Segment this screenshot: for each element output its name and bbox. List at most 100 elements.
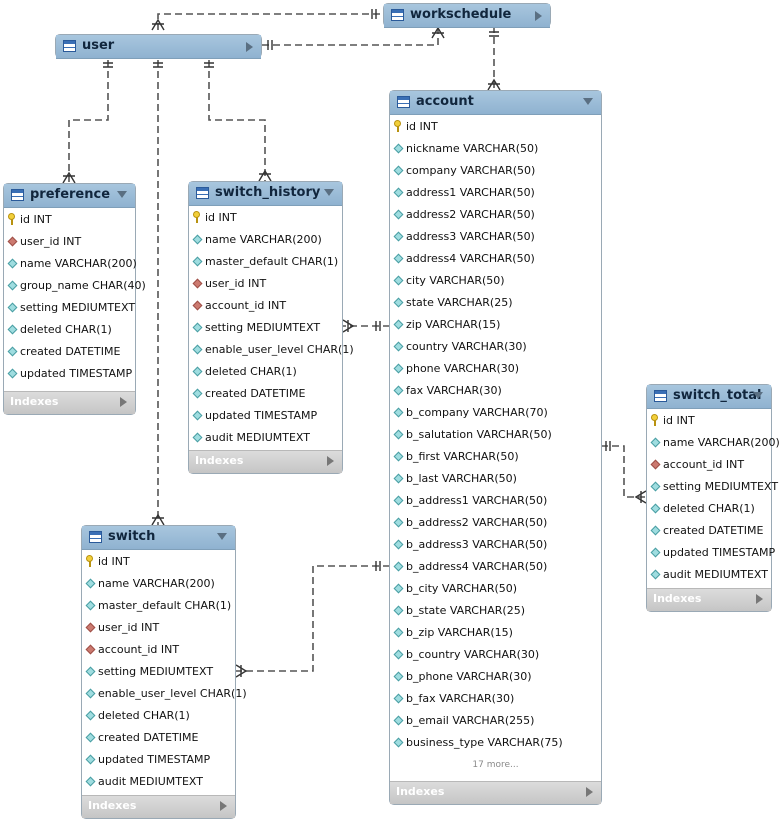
column-row[interactable]: name VARCHAR(200)	[189, 229, 342, 251]
indexes-section[interactable]: Indexes	[82, 795, 235, 818]
column-row[interactable]: setting MEDIUMTEXT	[189, 317, 342, 339]
column-row[interactable]: b_city VARCHAR(50)	[390, 578, 601, 600]
column-row[interactable]: address3 VARCHAR(50)	[390, 226, 601, 248]
column-row[interactable]: nickname VARCHAR(50)	[390, 138, 601, 160]
expand-triangle-icon[interactable]	[756, 594, 763, 604]
column-row[interactable]: address2 VARCHAR(50)	[390, 204, 601, 226]
expand-triangle-icon[interactable]	[246, 42, 253, 52]
column-label: deleted CHAR(1)	[98, 709, 190, 722]
table-header[interactable]: workschedule	[384, 4, 550, 28]
table-workschedule[interactable]: workschedule	[383, 3, 551, 28]
expand-triangle-icon[interactable]	[535, 11, 542, 21]
column-row[interactable]: audit MEDIUMTEXT	[647, 564, 771, 586]
column-row[interactable]: b_phone VARCHAR(30)	[390, 666, 601, 688]
column-row[interactable]: group_name CHAR(40)	[4, 275, 146, 297]
column-row[interactable]: enable_user_level CHAR(1)	[82, 683, 247, 705]
column-row[interactable]: created DATETIME	[4, 341, 135, 363]
column-row[interactable]: deleted CHAR(1)	[82, 705, 235, 727]
column-row[interactable]: b_address2 VARCHAR(50)	[390, 512, 601, 534]
column-row[interactable]: master_default CHAR(1)	[189, 251, 342, 273]
column-row[interactable]: b_address3 VARCHAR(50)	[390, 534, 601, 556]
column-row[interactable]: id INT	[189, 207, 342, 229]
column-row[interactable]: setting MEDIUMTEXT	[4, 297, 135, 319]
column-row[interactable]: deleted CHAR(1)	[647, 498, 771, 520]
column-row[interactable]: user_id INT	[189, 273, 342, 295]
column-row[interactable]: b_fax VARCHAR(30)	[390, 688, 601, 710]
table-header[interactable]: switch_total	[647, 385, 771, 409]
column-row[interactable]: b_country VARCHAR(30)	[390, 644, 601, 666]
collapse-triangle-icon[interactable]	[217, 533, 227, 540]
expand-triangle-icon[interactable]	[327, 456, 334, 466]
column-row[interactable]: user_id INT	[82, 617, 235, 639]
column-row[interactable]: user_id INT	[4, 231, 135, 253]
column-row[interactable]: b_first VARCHAR(50)	[390, 446, 601, 468]
column-row[interactable]: business_type VARCHAR(75)	[390, 732, 601, 754]
column-row[interactable]: b_address1 VARCHAR(50)	[390, 490, 601, 512]
column-row[interactable]: id INT	[390, 116, 601, 138]
collapse-triangle-icon[interactable]	[753, 392, 763, 399]
indexes-section[interactable]: Indexes	[647, 588, 771, 611]
table-header[interactable]: user	[56, 35, 261, 59]
column-row[interactable]: city VARCHAR(50)	[390, 270, 601, 292]
expand-triangle-icon[interactable]	[120, 397, 127, 407]
column-row[interactable]: b_zip VARCHAR(15)	[390, 622, 601, 644]
column-row[interactable]: phone VARCHAR(30)	[390, 358, 601, 380]
column-row[interactable]: updated TIMESTAMP	[4, 363, 135, 385]
table-header[interactable]: preference	[4, 184, 135, 208]
column-row[interactable]: address1 VARCHAR(50)	[390, 182, 601, 204]
table-header[interactable]: account	[390, 91, 601, 115]
column-row[interactable]: setting MEDIUMTEXT	[82, 661, 235, 683]
column-row[interactable]: b_state VARCHAR(25)	[390, 600, 601, 622]
column-row[interactable]: account_id INT	[189, 295, 342, 317]
column-row[interactable]: audit MEDIUMTEXT	[189, 427, 342, 449]
column-row[interactable]: id INT	[82, 551, 235, 573]
column-row[interactable]: company VARCHAR(50)	[390, 160, 601, 182]
column-row[interactable]: b_email VARCHAR(255)	[390, 710, 601, 732]
column-row[interactable]: b_salutation VARCHAR(50)	[390, 424, 601, 446]
column-row[interactable]: id INT	[4, 209, 135, 231]
column-row[interactable]: name VARCHAR(200)	[82, 573, 235, 595]
expand-triangle-icon[interactable]	[586, 787, 593, 797]
column-row[interactable]: updated TIMESTAMP	[82, 749, 235, 771]
column-row[interactable]: created DATETIME	[647, 520, 771, 542]
indexes-section[interactable]: Indexes	[189, 450, 342, 473]
column-row[interactable]: deleted CHAR(1)	[189, 361, 342, 383]
column-row[interactable]: id INT	[647, 410, 771, 432]
column-row[interactable]: created DATETIME	[189, 383, 342, 405]
column-row[interactable]: updated TIMESTAMP	[647, 542, 775, 564]
column-row[interactable]: audit MEDIUMTEXT	[82, 771, 235, 793]
table-user[interactable]: user	[55, 34, 262, 59]
column-row[interactable]: enable_user_level CHAR(1)	[189, 339, 354, 361]
table-header[interactable]: switch	[82, 526, 235, 550]
column-row[interactable]: b_company VARCHAR(70)	[390, 402, 601, 424]
column-row[interactable]: master_default CHAR(1)	[82, 595, 235, 617]
collapse-triangle-icon[interactable]	[583, 98, 593, 105]
indexes-section[interactable]: Indexes	[4, 391, 135, 414]
column-row[interactable]: zip VARCHAR(15)	[390, 314, 601, 336]
collapse-triangle-icon[interactable]	[117, 191, 127, 198]
column-row[interactable]: country VARCHAR(30)	[390, 336, 601, 358]
column-row[interactable]: b_last VARCHAR(50)	[390, 468, 601, 490]
column-row[interactable]: b_address4 VARCHAR(50)	[390, 556, 601, 578]
column-row[interactable]: deleted CHAR(1)	[4, 319, 135, 341]
column-row[interactable]: setting MEDIUMTEXT	[647, 476, 778, 498]
expand-triangle-icon[interactable]	[220, 801, 227, 811]
column-row[interactable]: fax VARCHAR(30)	[390, 380, 601, 402]
column-row[interactable]: updated TIMESTAMP	[189, 405, 342, 427]
column-row[interactable]: account_id INT	[647, 454, 771, 476]
indexes-section[interactable]: Indexes	[390, 781, 601, 804]
column-row[interactable]: account_id INT	[82, 639, 235, 661]
column-row[interactable]: name VARCHAR(200)	[647, 432, 780, 454]
column-row[interactable]: name VARCHAR(200)	[4, 253, 137, 275]
column-row[interactable]: created DATETIME	[82, 727, 235, 749]
more-columns-link[interactable]: 17 more...	[472, 760, 519, 770]
column-row[interactable]: address4 VARCHAR(50)	[390, 248, 601, 270]
table-header[interactable]: switch_history	[189, 182, 342, 206]
column-row[interactable]: state VARCHAR(25)	[390, 292, 601, 314]
collapse-triangle-icon[interactable]	[324, 189, 334, 196]
